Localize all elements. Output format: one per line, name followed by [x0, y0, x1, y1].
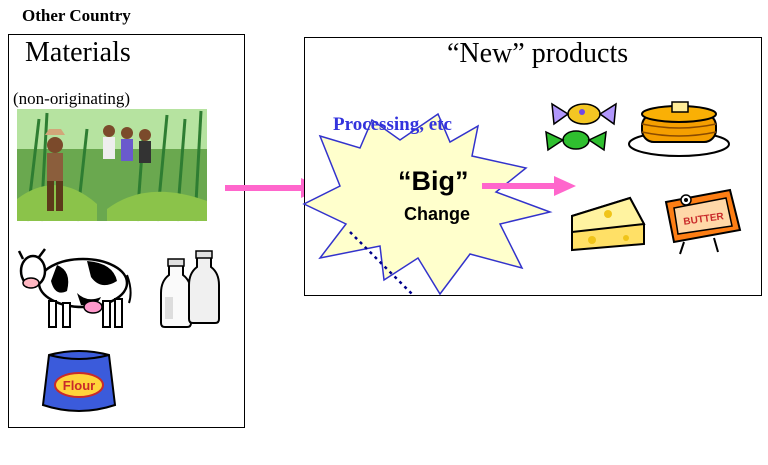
pancakes-icon [628, 101, 730, 157]
butter-icon: BUTTER [664, 188, 742, 255]
process-arrow [482, 176, 576, 196]
candy-icon [545, 102, 617, 152]
materials-subtitle: (non-originating) [13, 89, 131, 108]
sugarcane-field-icon [17, 109, 207, 222]
cow-icon [17, 248, 132, 328]
country-label: Other Country [22, 6, 131, 25]
cheese-icon [571, 196, 646, 252]
big-change-burst [302, 112, 553, 296]
products-title: “New” products [447, 38, 629, 69]
burst-subtitle: Change [404, 204, 471, 224]
materials-box: Materials (non-originating) [8, 34, 245, 428]
flour-sack-icon: Flour [41, 350, 117, 412]
milk-bottles-icon [160, 250, 220, 328]
burst-title: “Big” [398, 166, 469, 196]
flour-label: Flour [63, 378, 96, 393]
processing-label: Processing, etc [333, 114, 452, 135]
materials-title: Materials [25, 37, 131, 68]
